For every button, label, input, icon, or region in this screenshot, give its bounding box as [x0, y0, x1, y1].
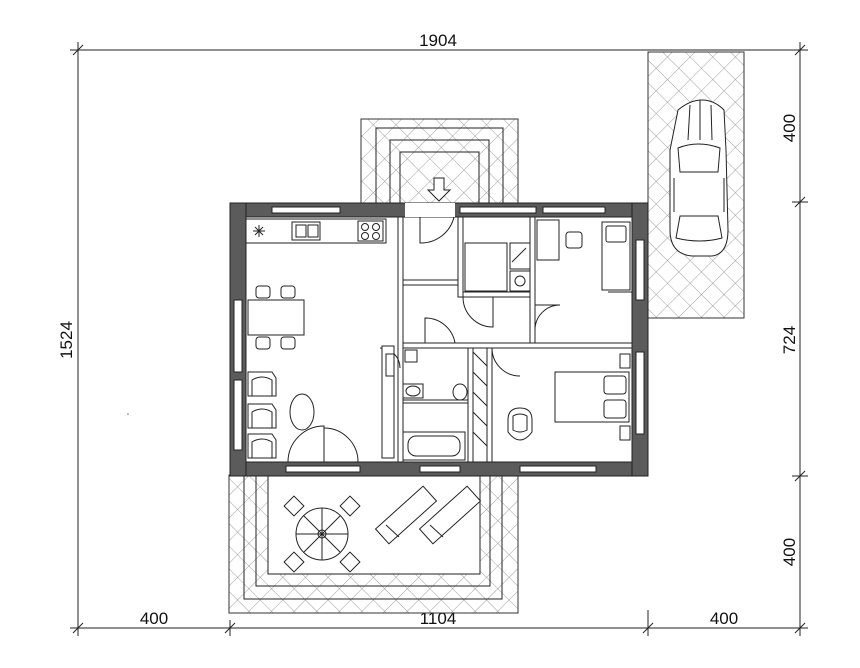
- coffee-table: [289, 393, 315, 431]
- dim-right-bottom: 400: [780, 538, 799, 566]
- entry-arrow-icon: [426, 177, 452, 202]
- entrance-terrace: [360, 118, 519, 206]
- utility-room: [464, 242, 531, 292]
- wardrobe-strip: [472, 351, 488, 447]
- dim-total-width: 1904: [419, 31, 457, 50]
- bedroom-chair: [507, 407, 533, 441]
- tv-unit: [381, 345, 395, 459]
- dim-total-height: 1524: [57, 321, 76, 359]
- patio-table-set: [283, 495, 361, 573]
- stove-icon: [357, 220, 384, 242]
- master-bed: [554, 353, 631, 441]
- bedroom-study: [536, 219, 631, 291]
- car-icon: [669, 99, 729, 257]
- stray-dot: [127, 413, 129, 415]
- wc-fixtures: [402, 349, 468, 461]
- dining-set: [247, 285, 305, 350]
- dim-right-top: 400: [780, 114, 799, 142]
- dimension-lines: [70, 42, 808, 636]
- dim-right-middle: 724: [780, 326, 799, 354]
- sun-loungers: [374, 485, 482, 545]
- dim-bottom-middle: 1104: [420, 609, 457, 628]
- dim-bottom-right: 400: [710, 609, 738, 628]
- snowflake-icon: [253, 225, 265, 237]
- interior-walls: [397, 216, 633, 463]
- armchairs: [247, 371, 277, 459]
- dim-bottom-left: 400: [140, 609, 168, 628]
